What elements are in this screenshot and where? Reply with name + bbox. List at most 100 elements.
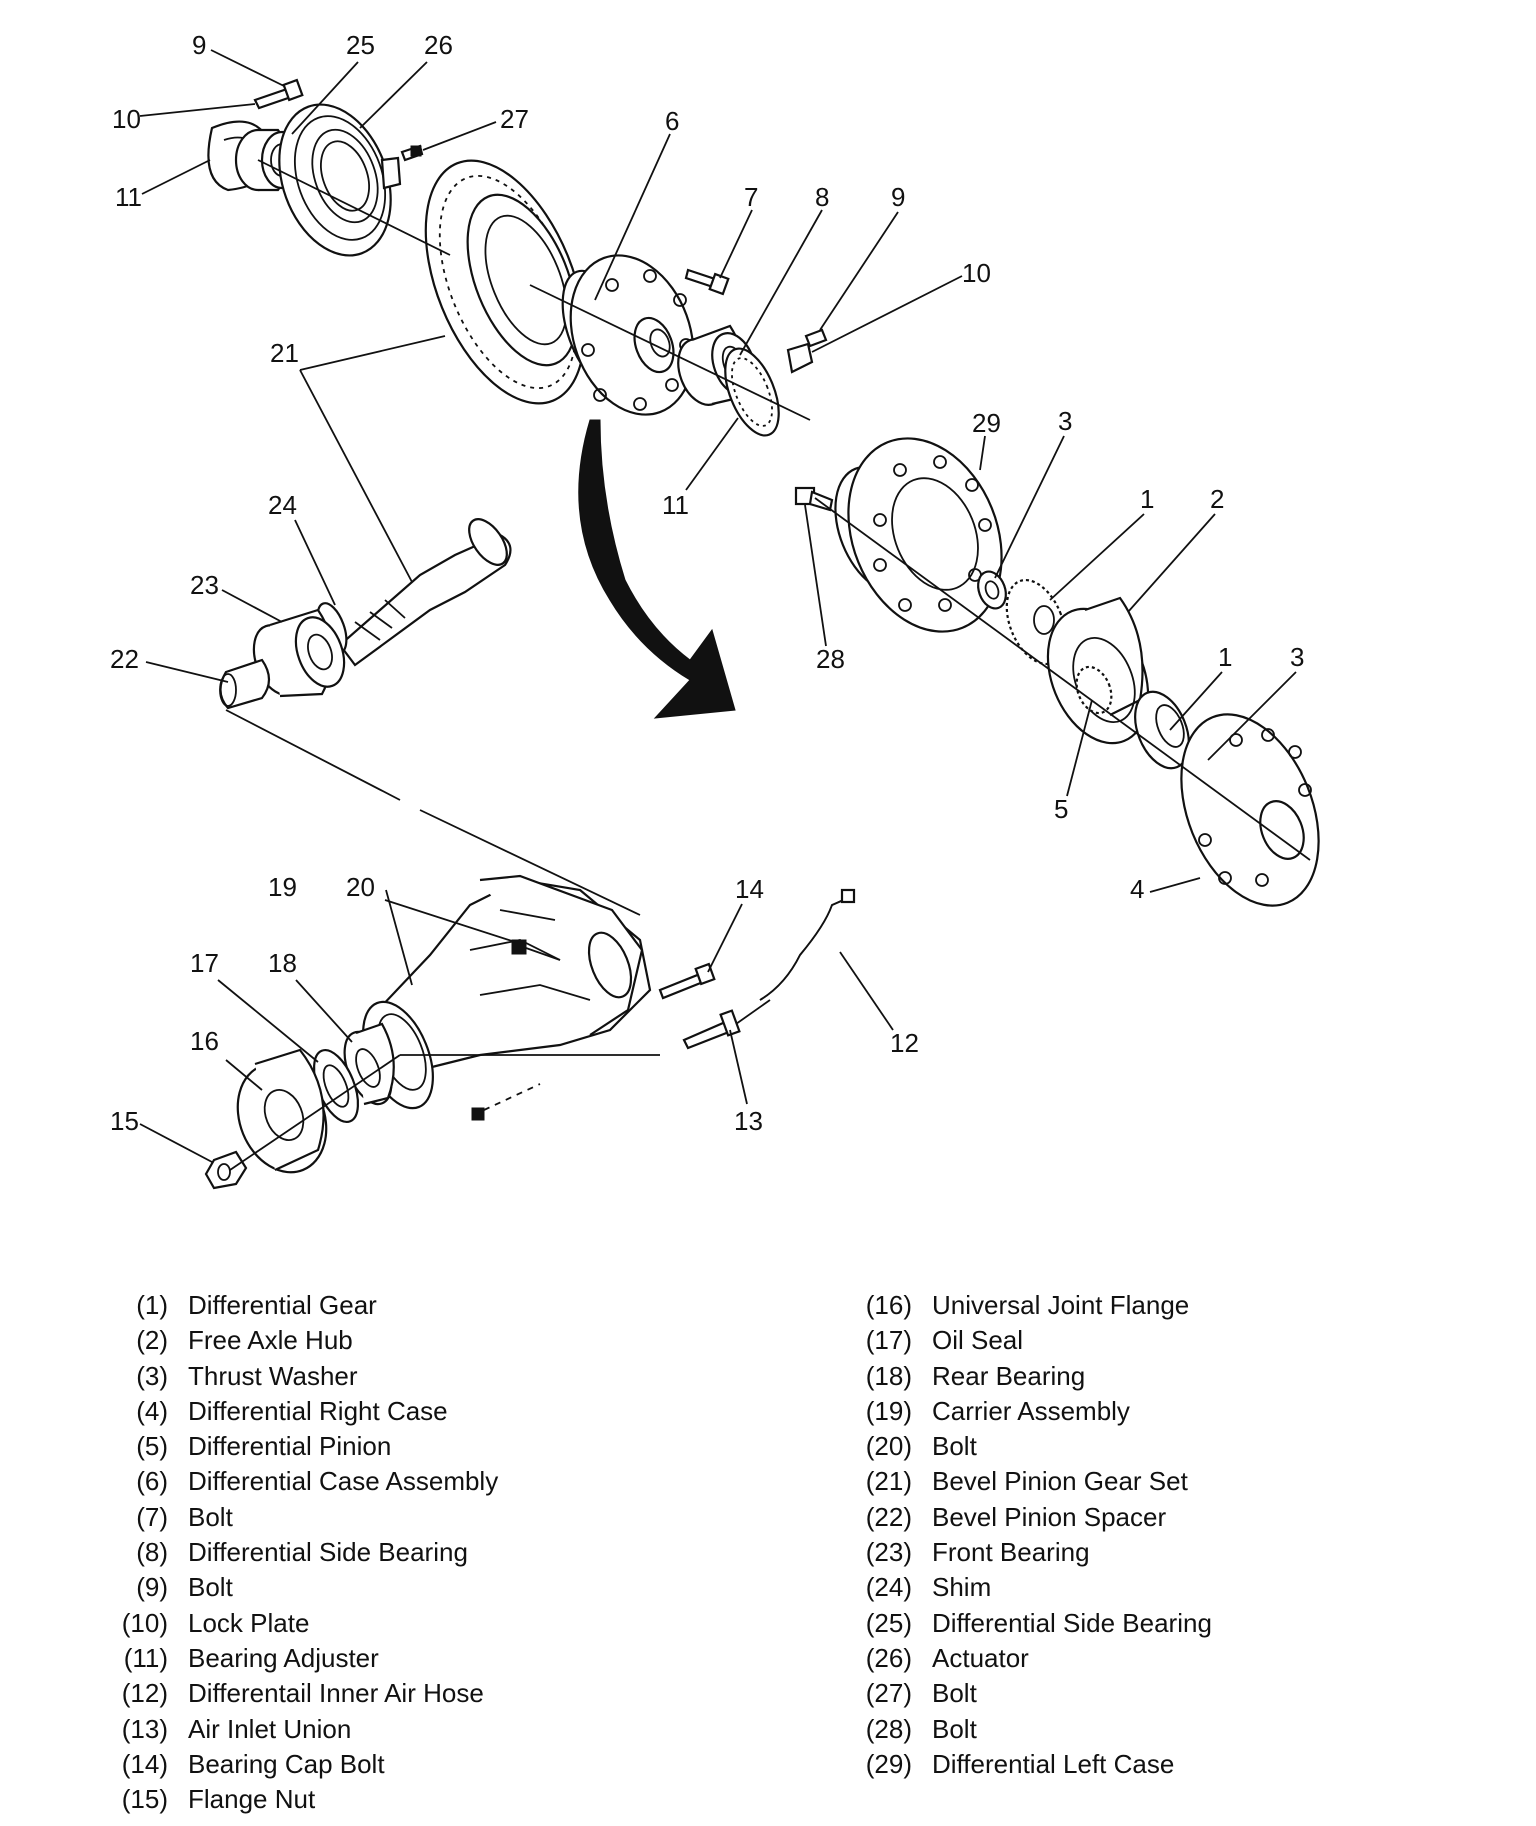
- callout-29: 29: [972, 408, 1001, 438]
- legend-label: Differential Right Case: [188, 1395, 448, 1426]
- bolt-20: [511, 939, 561, 961]
- callout-4: 4: [1130, 874, 1144, 904]
- legend-number: (23): [865, 1537, 912, 1568]
- legend-number: (4): [136, 1395, 168, 1426]
- callout-5: 5: [1054, 794, 1068, 824]
- legend-number: (9): [136, 1572, 168, 1603]
- legend-item: (20) Bolt: [852, 1429, 1212, 1464]
- legend-label: Differential Side Bearing: [932, 1607, 1212, 1638]
- thrust-washer-upper: [977, 570, 1007, 610]
- lock-plate-right: [786, 328, 828, 374]
- legend-number: (11): [123, 1642, 168, 1673]
- differential-gear-lower: [1134, 690, 1190, 770]
- legend-number: (6): [136, 1466, 168, 1497]
- legend-number: (13): [121, 1713, 168, 1744]
- legend-label: Differential Case Assembly: [188, 1466, 499, 1497]
- legend-item: (11) Bearing Adjuster: [108, 1641, 498, 1676]
- differential-right-case: [1180, 713, 1320, 907]
- legend-item: (26) Actuator: [852, 1641, 1212, 1676]
- legend-item: (7) Bolt: [108, 1500, 498, 1535]
- differential-case-assembly: [561, 254, 695, 416]
- flange-nut: [204, 1150, 248, 1190]
- legend-label: Bolt: [188, 1572, 233, 1603]
- callout-15: 15: [110, 1106, 139, 1136]
- legend-number: (14): [121, 1748, 168, 1779]
- leader-lines: [139, 49, 1297, 1163]
- callout-7: 7: [744, 182, 758, 212]
- differential-left-case: [834, 437, 1003, 633]
- bolt-left: [253, 78, 304, 110]
- legend-number: (5): [136, 1431, 168, 1462]
- legend-label: Oil Seal: [932, 1325, 1024, 1356]
- legend-item: (24) Shim: [852, 1570, 1212, 1605]
- callout-22: 22: [110, 644, 139, 674]
- actuator: [278, 103, 402, 257]
- callout-20: 20: [346, 872, 375, 902]
- legend-left: (1)Differential Gear (2)Free Axle Hub (3…: [108, 1288, 498, 1817]
- callout-25: 25: [346, 30, 375, 60]
- legend-item: (29)Differential Left Case: [852, 1747, 1212, 1782]
- callout-14: 14: [735, 874, 764, 904]
- legend-item: (17) Oil Seal: [852, 1323, 1212, 1358]
- legend-item: (21)Bevel Pinion Gear Set: [852, 1464, 1212, 1499]
- callout-10b: 10: [962, 258, 991, 288]
- lower-bolt: [471, 1083, 541, 1121]
- legend-number: (19): [865, 1395, 912, 1426]
- legend-number: (22): [865, 1501, 912, 1532]
- legend-number: (21): [865, 1466, 912, 1497]
- callout-9a: 9: [192, 30, 206, 60]
- bevel-pinion-gear: [338, 518, 512, 667]
- legend-label: Bearing Cap Bolt: [188, 1748, 385, 1779]
- exploded-diagram: 1 1 2 3 3 4 5 6 7 8 9 9 10 10 11 11 12 1…: [110, 30, 1320, 1190]
- legend-number: (20): [865, 1431, 912, 1462]
- differential-pinion: [1075, 665, 1113, 715]
- callout-19: 19: [268, 872, 297, 902]
- callout-27: 27: [500, 104, 529, 134]
- callout-6: 6: [665, 106, 679, 136]
- legend-label: Differential Pinion: [188, 1431, 392, 1462]
- legend-item: (12)Differentail Inner Air Hose: [108, 1676, 498, 1711]
- legend-item: (19) Carrier Assembly: [852, 1394, 1212, 1429]
- legend-label: Actuator: [932, 1642, 1029, 1673]
- legend-label: Carrier Assembly: [932, 1395, 1130, 1426]
- inner-air-hose: [759, 888, 856, 1001]
- callout-11a: 11: [115, 182, 142, 212]
- legend-item: (1)Differential Gear: [108, 1288, 498, 1323]
- callout-16: 16: [190, 1026, 219, 1056]
- legend-number: (28): [865, 1713, 912, 1744]
- legend-label: Bolt: [932, 1713, 977, 1744]
- callout-28: 28: [816, 644, 845, 674]
- legend-number: (24): [865, 1572, 912, 1603]
- bolt-27: [400, 144, 424, 162]
- legend-item: (25)Differential Side Bearing: [852, 1606, 1212, 1641]
- ring-gear: [424, 159, 586, 405]
- callout-21: 21: [270, 338, 299, 368]
- bevel-pinion-spacer: [219, 658, 271, 710]
- callout-labels: 1 1 2 3 3 4 5 6 7 8 9 9 10 10 11 11 12 1…: [110, 30, 1304, 1136]
- legend-number: (7): [136, 1501, 168, 1532]
- air-inlet-union: [682, 999, 771, 1050]
- callout-26: 26: [424, 30, 453, 60]
- legend-label: Shim: [932, 1572, 992, 1603]
- legend-label: Differential Side Bearing: [188, 1537, 468, 1568]
- legend-number: (8): [136, 1537, 168, 1568]
- callout-10a: 10: [112, 104, 141, 134]
- legend-number: (3): [136, 1360, 168, 1391]
- legend-label: Lock Plate: [188, 1607, 310, 1638]
- legend-label: Bolt: [188, 1501, 233, 1532]
- legend-label: Bolt: [932, 1431, 977, 1462]
- callout-13: 13: [734, 1106, 763, 1136]
- legend-number: (12): [121, 1678, 168, 1709]
- legend-number: (29): [865, 1748, 912, 1779]
- callout-3a: 3: [1058, 406, 1072, 436]
- legend-label: Air Inlet Union: [188, 1713, 352, 1744]
- legend-number: (17): [865, 1325, 912, 1356]
- legend-label: Thrust Washer: [188, 1360, 358, 1391]
- legend-number: (26): [865, 1642, 912, 1673]
- legend-label: Bearing Adjuster: [188, 1642, 379, 1673]
- bolt-7: [684, 268, 730, 296]
- legend-item: (5) Differential Pinion: [108, 1429, 498, 1464]
- legend-item: (4) Differential Right Case: [108, 1394, 498, 1429]
- legend-label: Bevel Pinion Spacer: [932, 1501, 1167, 1532]
- carrier-assembly: [362, 874, 652, 1110]
